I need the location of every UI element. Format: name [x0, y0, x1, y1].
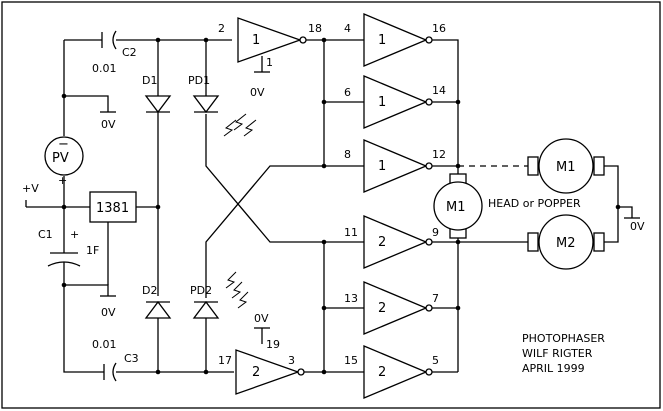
pv-cell: PV − + — [44, 136, 84, 187]
d1-label: D1 — [142, 74, 157, 87]
gate-group-label: 1 — [378, 159, 386, 174]
pin-number: 6 — [344, 86, 351, 99]
pin-number: 17 — [218, 354, 232, 367]
ground-label: 0V — [101, 118, 116, 131]
photodiode-pd2: PD2 — [190, 271, 249, 319]
supply-label: +V — [22, 182, 39, 195]
regulator-1381: 1381 — [89, 191, 137, 223]
motor-m2: M2 — [527, 214, 605, 270]
gate-group-label: 2 — [378, 235, 386, 250]
pin-number: 16 — [432, 22, 446, 35]
gate-group-label: 1 — [252, 33, 260, 48]
inverter-gate-2-18: 1 2 18 1 — [218, 17, 322, 69]
c1-label: C1 — [38, 228, 53, 241]
d2-label: D2 — [142, 284, 157, 297]
ground-1: 0V — [100, 111, 116, 131]
c3-label: C3 — [124, 352, 139, 365]
c2-value: 0.01 — [92, 62, 117, 75]
inverter-gate-13-7: 2 13 7 — [344, 281, 439, 335]
diode-d2: D2 — [142, 284, 172, 319]
motor-head-label: M1 — [446, 200, 466, 215]
ground-label: 0V — [250, 86, 265, 99]
regulator-label: 1381 — [96, 201, 129, 216]
title-block: PHOTOPHASER WILF RIGTER APRIL 1999 — [522, 332, 605, 375]
supply-terminal: +V — [22, 182, 39, 207]
c1-polarity: + — [70, 228, 79, 241]
junction-dots — [61, 37, 621, 375]
pd1-label: PD1 — [188, 74, 210, 87]
pin-number: 13 — [344, 292, 358, 305]
inverter-gate-17-3: 2 17 3 19 — [218, 338, 305, 395]
pd2-label: PD2 — [190, 284, 212, 297]
c3-value: 0.01 — [92, 338, 117, 351]
capacitor-c2: C2 0.01 — [92, 30, 137, 75]
inverter-gate-11-9: 2 11 9 — [344, 215, 439, 269]
motor-m1-label: M1 — [556, 160, 576, 175]
pin-number: 2 — [218, 22, 225, 35]
gate-group-label: 2 — [378, 301, 386, 316]
pin-number: 1 — [266, 56, 273, 69]
ground-label: 0V — [630, 220, 645, 233]
pin-number: 8 — [344, 148, 351, 161]
inverter-gate-8-12: 1 8 12 — [344, 139, 446, 193]
pin-number: 15 — [344, 354, 358, 367]
motor-m2-label: M2 — [556, 236, 576, 251]
pin-number: 3 — [288, 354, 295, 367]
pv-plus: + — [58, 174, 67, 187]
inverter-gate-6-14: 1 6 14 — [344, 75, 446, 129]
title-line-1: PHOTOPHASER — [522, 332, 605, 345]
title-line-2: WILF RIGTER — [522, 347, 593, 360]
ground-label: 0V — [254, 312, 269, 325]
motor-head: M1 HEAD or POPPER — [433, 173, 581, 239]
c1-value: 1F — [86, 244, 99, 257]
gate-group-label: 2 — [252, 365, 260, 380]
ground-5: 0V — [624, 217, 645, 233]
c2-label: C2 — [122, 46, 137, 59]
motor-caption: HEAD or POPPER — [488, 197, 581, 210]
gate-group-label: 1 — [378, 95, 386, 110]
inverter-gate-4-16: 1 4 16 — [344, 13, 446, 67]
gate-group-label: 2 — [378, 365, 386, 380]
ground-2: 0V — [100, 295, 116, 319]
pin-number: 19 — [266, 338, 280, 351]
pin-number: 4 — [344, 22, 351, 35]
pin-number: 11 — [344, 226, 358, 239]
pin-number: 18 — [308, 22, 322, 35]
pin-number: 12 — [432, 148, 446, 161]
motor-m1: M1 — [527, 138, 605, 194]
ground-3: 0V — [250, 71, 270, 99]
inverter-gate-15-5: 2 15 5 — [344, 345, 439, 399]
capacitor-c1: C1 + 1F — [38, 228, 99, 285]
pin-number: 5 — [432, 354, 439, 367]
title-line-3: APRIL 1999 — [522, 362, 585, 375]
ground-4: 0V — [254, 312, 270, 329]
pin-number: 14 — [432, 84, 446, 97]
capacitor-c3: C3 0.01 — [92, 338, 139, 382]
pin-number: 7 — [432, 292, 439, 305]
pv-minus: − — [58, 137, 69, 152]
pin-number: 9 — [432, 226, 439, 239]
gate-group-label: 1 — [378, 33, 386, 48]
diode-d1: D1 — [142, 74, 172, 114]
photodiode-pd1: PD1 — [188, 74, 257, 137]
ground-label: 0V — [101, 306, 116, 319]
pv-label: PV — [52, 151, 69, 166]
